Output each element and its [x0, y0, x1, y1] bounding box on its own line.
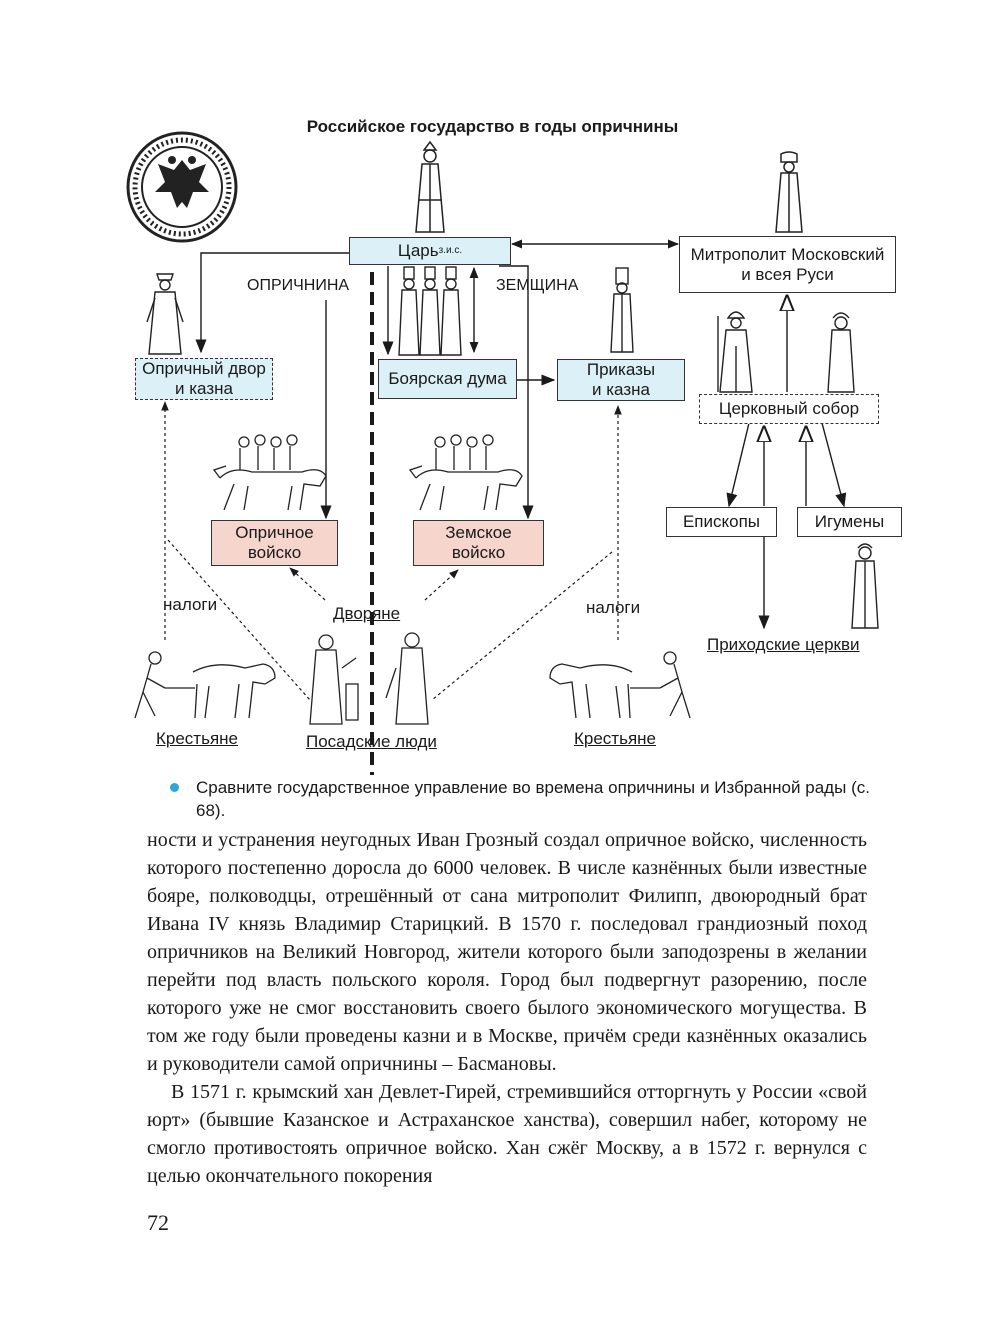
peasants-left-label: Крестьяне — [156, 729, 239, 748]
paragraph: ности и устранения неугодных Иван Грозны… — [147, 829, 867, 1075]
peasants-right-label: Крестьяне — [574, 729, 657, 748]
plowman-icon — [549, 651, 691, 719]
townsman-icon — [309, 632, 429, 725]
page-number: 72 — [147, 1210, 169, 1235]
cavalry-icon — [212, 434, 327, 511]
oprichny-dvor-box: Опричный двор и казна — [135, 358, 273, 400]
tsar-icon — [415, 140, 445, 233]
seal-icon — [126, 131, 238, 243]
body-text: ности и устранения неугодных Иван Грозны… — [147, 826, 867, 1190]
monk-icon — [827, 312, 855, 393]
question-text: Сравните государственное управление во в… — [196, 778, 870, 820]
oprichnik-icon — [146, 273, 184, 355]
nobles-label: Дворяне — [333, 604, 401, 623]
cavalry-icon — [408, 434, 523, 511]
tsar-sup: з.и.с. — [438, 245, 463, 256]
metropolitan-box: Митрополит Московский и всея Руси — [679, 236, 896, 293]
clerk-icon — [610, 267, 634, 353]
plowman-icon — [134, 651, 276, 719]
townspeople-label: Посадские люди — [306, 732, 437, 751]
zemskoe-voisko-box: Земское войско — [413, 520, 544, 566]
paragraph: В 1571 г. крымский хан Девлет-Гирей, стр… — [147, 1081, 867, 1187]
taxes-left-label: налоги — [163, 595, 218, 614]
review-question: Сравните государственное управление во в… — [170, 776, 870, 822]
taxes-right-label: налоги — [586, 598, 641, 617]
metropolitan-icon — [775, 151, 803, 233]
bullet-icon — [170, 783, 179, 792]
prikazy-box: Приказы и казна — [557, 359, 685, 401]
priest-icon — [851, 543, 879, 629]
oprichnina-label: ОПРИЧНИНА — [247, 277, 350, 294]
diagram-title: Российское государство в годы опричнины — [306, 117, 679, 136]
oprichnoe-voisko-box: Опричное войско — [211, 520, 338, 566]
abbots-box: Игумены — [797, 507, 902, 537]
boyar-duma-box: Боярская дума — [378, 359, 517, 399]
boyars-icon — [398, 266, 462, 356]
church-council-box: Церковный собор — [699, 394, 879, 424]
zemshchina-label: ЗЕМЩИНА — [496, 277, 579, 294]
bishop-icon — [717, 311, 753, 393]
parishes-label: Приходские церкви — [707, 635, 860, 654]
tsar-label: Царь — [397, 241, 439, 260]
bishops-box: Епископы — [666, 507, 777, 537]
